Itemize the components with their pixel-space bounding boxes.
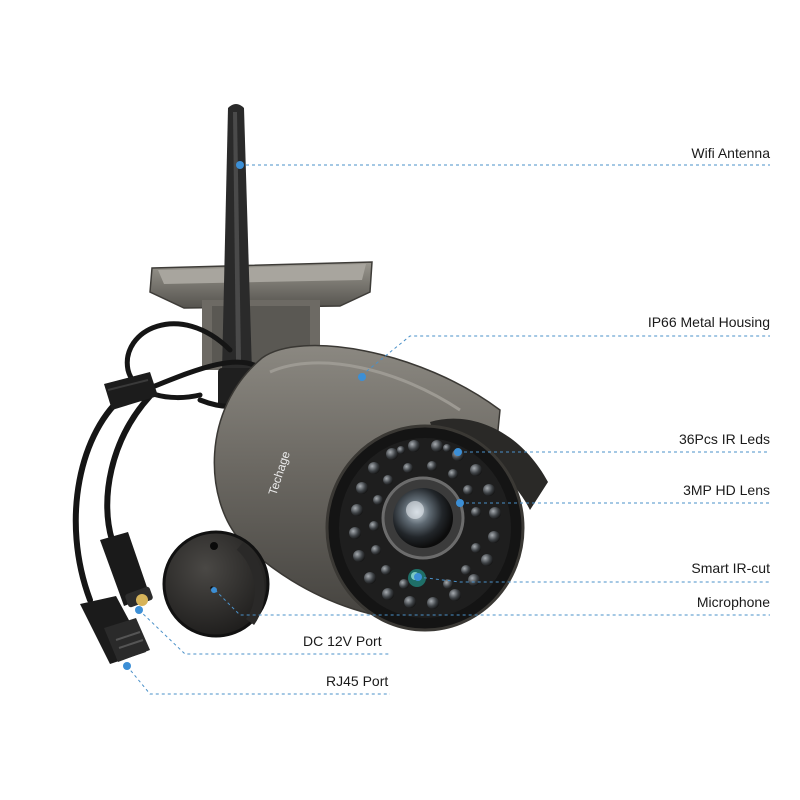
label-hd-lens: 3MP HD Lens — [683, 482, 770, 498]
cable-splitter — [104, 372, 158, 410]
label-rj45-port: RJ45 Port — [326, 673, 389, 689]
hd-lens — [381, 476, 465, 560]
leader-lines — [126, 164, 770, 695]
label-wifi-antenna: Wifi Antenna — [691, 145, 770, 161]
label-ir-leds: 36Pcs IR Leds — [678, 431, 770, 447]
label-ir-cut: Smart IR-cut — [691, 560, 770, 576]
microphone-inset — [162, 530, 270, 638]
rj45-connector — [80, 596, 150, 664]
dc-connector — [100, 532, 153, 608]
label-metal-housing: IP66 Metal Housing — [647, 314, 770, 330]
ir-led-ring — [349, 440, 501, 609]
label-dc-port: DC 12V Port — [303, 633, 382, 649]
callout-dots — [123, 161, 464, 670]
label-microphone: Microphone — [696, 594, 770, 610]
